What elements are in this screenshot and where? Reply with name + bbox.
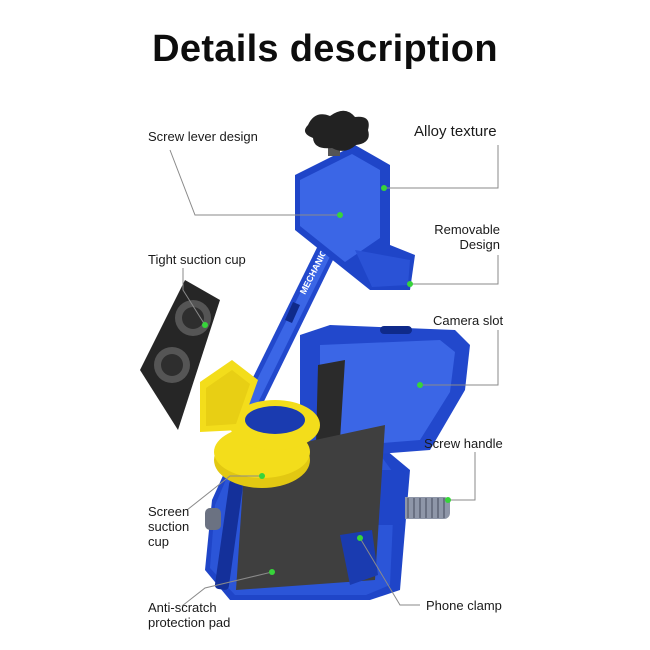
label-removable-line2: Design (459, 237, 500, 252)
screen-suction-cup (200, 360, 320, 488)
label-removable-line1: Removable (434, 222, 500, 237)
label-camera-slot: Camera slot (433, 313, 504, 328)
label-screw-handle: Screw handle (424, 436, 503, 451)
star-knob (304, 110, 369, 156)
label-screen-line1: Screen (148, 504, 190, 519)
label-removable-design: Removable Design (420, 222, 500, 252)
label-phone-clamp: Phone clamp (426, 598, 502, 613)
label-screw-lever: Screw lever design (148, 129, 258, 144)
phone-clamp (340, 530, 378, 585)
label-screen-line3: cup (148, 534, 169, 549)
label-tight-suction-cup: Tight suction cup (148, 252, 246, 267)
label-screen-suction-cup: Screen suction cup (148, 504, 189, 549)
label-alloy-texture: Alloy texture (414, 123, 497, 140)
label-anti-line1: Anti-scratch (148, 600, 217, 615)
top-clamp (295, 145, 415, 290)
camera-slot-plate (300, 325, 470, 460)
leader-lines (169, 145, 499, 607)
page-title: Details description (152, 28, 498, 70)
label-anti-scratch: Anti-scratch protection pad (148, 600, 230, 630)
label-anti-line2: protection pad (148, 615, 231, 630)
marker-dots (202, 185, 451, 575)
label-screen-line2: suction (148, 519, 190, 534)
